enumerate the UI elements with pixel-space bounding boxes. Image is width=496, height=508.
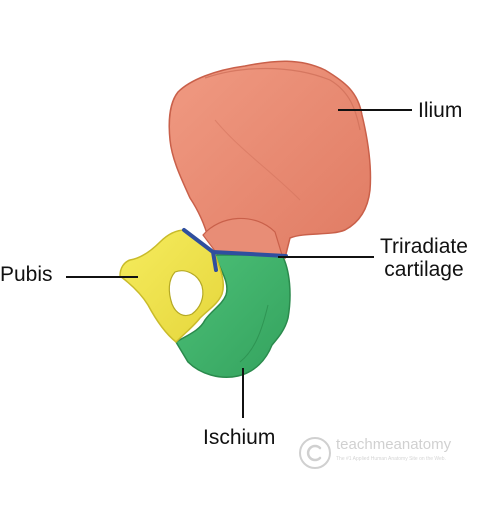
copyright-circle-icon bbox=[299, 437, 331, 469]
obturator-foramen bbox=[168, 270, 204, 317]
triradiate-cartilage bbox=[182, 228, 288, 272]
watermark: teachmeanatomy The #1 Applied Human Anat… bbox=[298, 434, 494, 474]
ilium-label: Ilium bbox=[418, 99, 463, 122]
watermark-tagline: The #1 Applied Human Anatomy Site on the… bbox=[336, 456, 446, 462]
ischial-tuberosity-line bbox=[239, 304, 269, 363]
pubis-label: Pubis bbox=[0, 263, 53, 286]
ischium-label: Ischium bbox=[203, 426, 276, 449]
watermark-name: teachmeanatomy bbox=[336, 436, 452, 453]
acetabulum-upper bbox=[202, 217, 283, 256]
ischium-region bbox=[174, 254, 291, 378]
ilium-crest-line bbox=[204, 67, 361, 131]
ilium-fossa-line bbox=[214, 119, 301, 201]
ilium-region bbox=[168, 60, 372, 260]
triradiate-label-line1: Triradiate bbox=[380, 235, 468, 258]
triradiate-cartilage-label: Triradiate cartilage bbox=[380, 235, 468, 281]
triradiate-label-line2: cartilage bbox=[384, 258, 464, 282]
